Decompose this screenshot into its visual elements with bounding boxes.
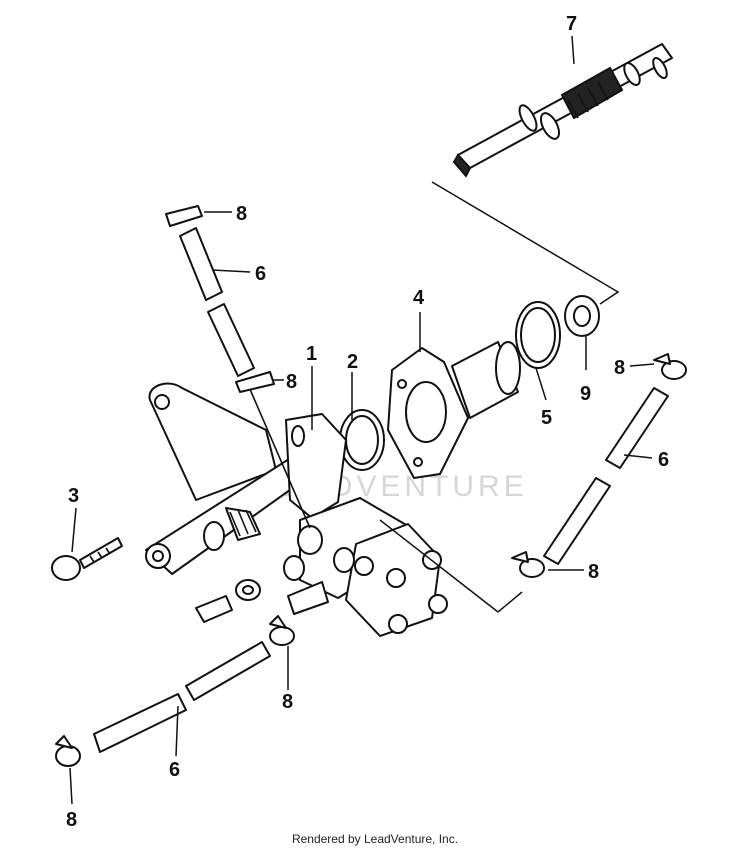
plug-bolt-part bbox=[195, 595, 233, 623]
callout-9: 9 bbox=[580, 383, 591, 405]
right-hose-part bbox=[379, 387, 669, 613]
callout-7: 7 bbox=[566, 13, 577, 35]
pump-body-part bbox=[145, 382, 448, 637]
callout-1: 1 bbox=[306, 343, 317, 365]
upper-hose-part bbox=[179, 227, 311, 529]
callout-4: 4 bbox=[413, 287, 425, 309]
washer-small-part bbox=[235, 579, 261, 601]
callout-2: 2 bbox=[347, 351, 358, 373]
callout-6: 6 bbox=[169, 759, 180, 781]
callout-8: 8 bbox=[588, 561, 599, 583]
hose-clamp-right-bottom-part bbox=[511, 551, 545, 578]
hose-clamp-bottom-left-part bbox=[55, 735, 81, 767]
callout-6: 6 bbox=[658, 449, 669, 471]
leader-lines bbox=[69, 35, 655, 805]
callout-8: 8 bbox=[286, 371, 297, 393]
housing-cylinder-part bbox=[387, 341, 521, 479]
callout-8: 8 bbox=[282, 691, 293, 713]
leader-shaft bbox=[431, 181, 620, 305]
drive-shaft-part bbox=[452, 43, 673, 178]
callout-5: 5 bbox=[541, 407, 552, 429]
callout-8: 8 bbox=[66, 809, 77, 831]
lower-hose-part bbox=[93, 641, 271, 753]
hose-clamp-lower-mid-part bbox=[269, 615, 295, 646]
callout-8: 8 bbox=[236, 203, 247, 225]
o-ring-large-part bbox=[515, 301, 561, 369]
hose-clamp-mid-part bbox=[235, 371, 275, 393]
washer-part bbox=[564, 295, 600, 337]
hose-clamp-right-top-part bbox=[653, 353, 687, 380]
hose-clamp-top-part bbox=[165, 205, 203, 227]
callout-8: 8 bbox=[614, 357, 625, 379]
callout-6: 6 bbox=[255, 263, 266, 285]
callout-3: 3 bbox=[68, 485, 79, 507]
footer-credit: Rendered by LeadVenture, Inc. bbox=[291, 832, 459, 846]
bolt-part bbox=[51, 537, 123, 581]
